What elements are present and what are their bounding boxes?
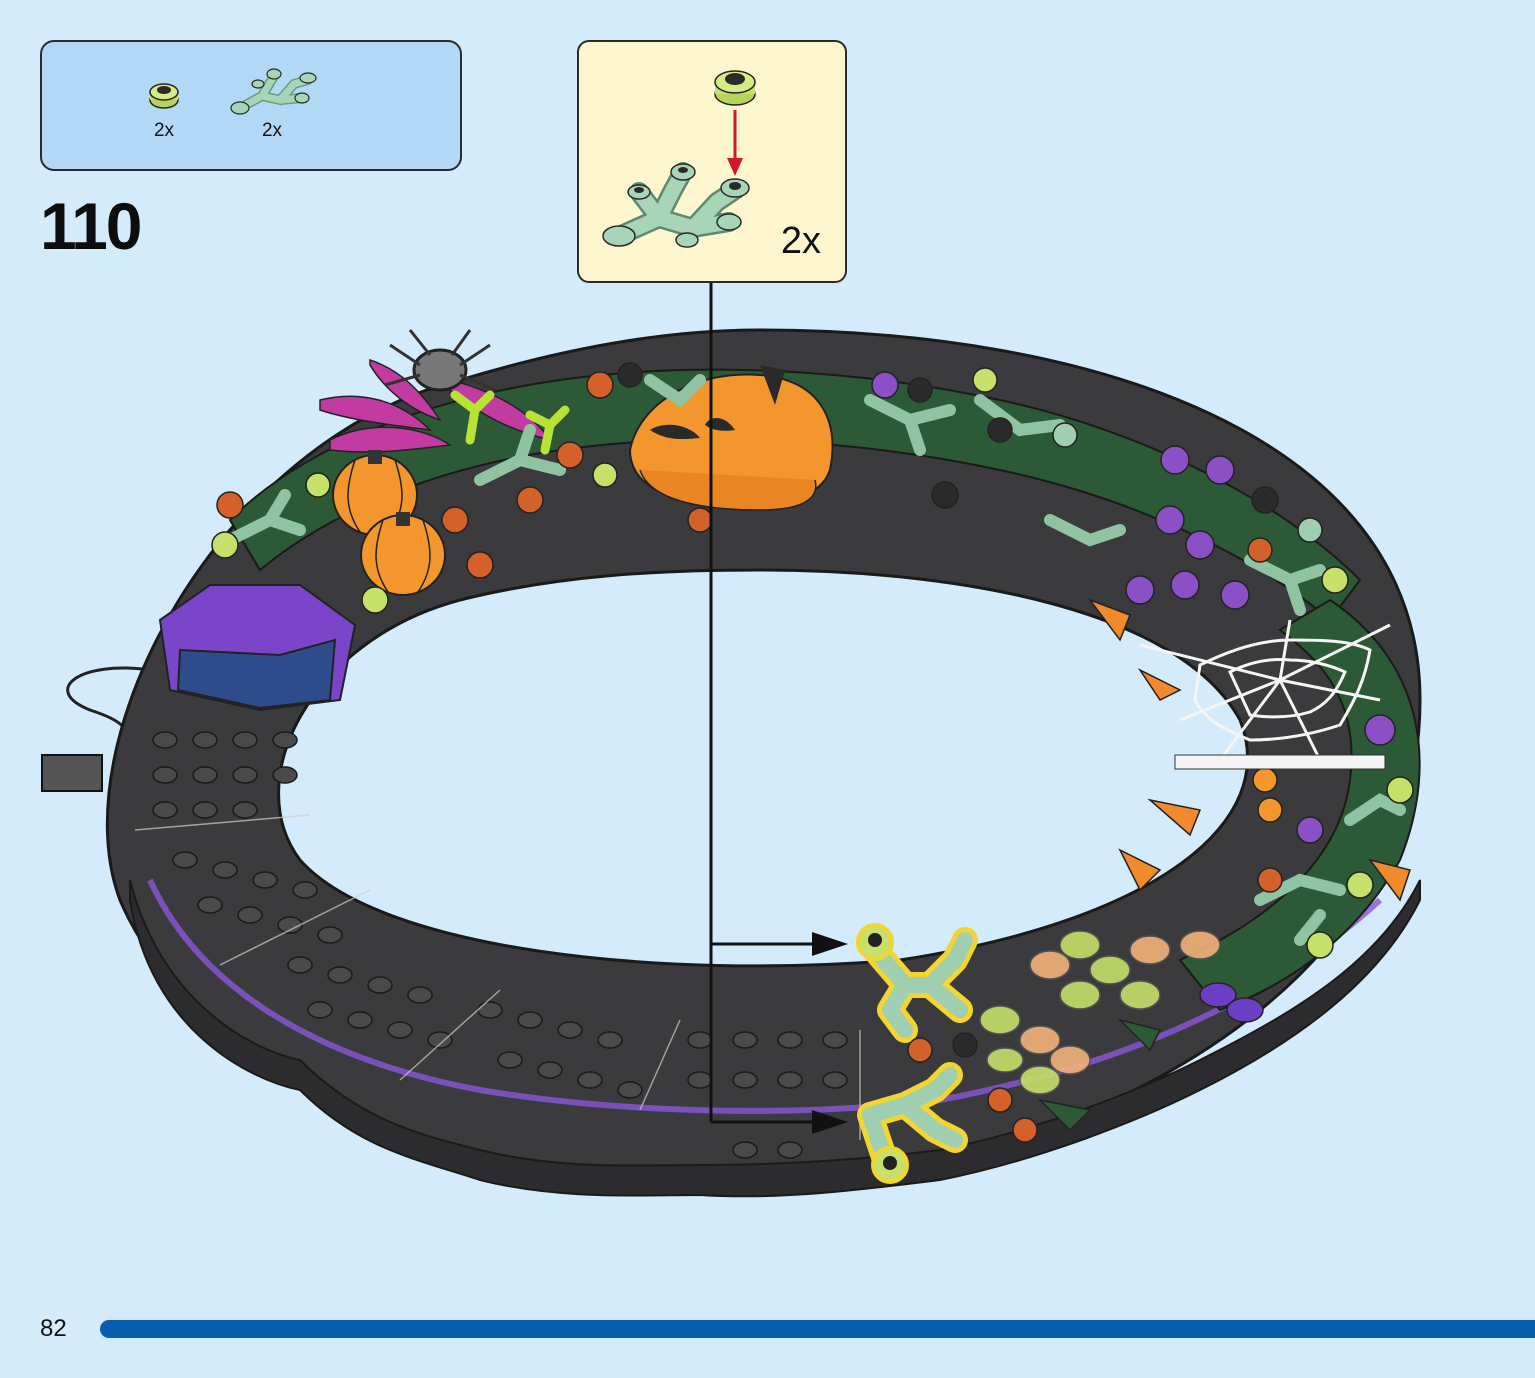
sub-assembly-quantity: 2x: [780, 220, 821, 262]
round-plate-lime-icon: [149, 83, 179, 109]
pumpkin-icon: [360, 512, 446, 596]
parts-list-item-plant-branch: 2x: [222, 68, 322, 142]
sand-green-branches: [224, 374, 1406, 946]
orange-leaves: [1087, 598, 1411, 902]
round-plate-lime-icon: [714, 70, 756, 106]
sub-assembly-callout: 2x: [577, 40, 847, 283]
plant-branch-sand-green-icon: [602, 162, 750, 248]
plug-icon: [41, 754, 103, 792]
red-arrow-icon: [727, 110, 743, 176]
progress-bar: [100, 1320, 1535, 1338]
arrow-right-icon: [812, 932, 848, 956]
stud-grid: [152, 731, 848, 1159]
arrow-right-icon: [812, 1110, 848, 1134]
installed-branch-lower: [857, 1062, 968, 1184]
translucent-tiles: [979, 930, 1221, 1095]
spider-icon: [384, 329, 496, 392]
plant-branch-sand-green-icon: [230, 68, 317, 115]
parts-list-box: 2x 2x: [40, 40, 462, 171]
flower-studs: [211, 362, 1414, 959]
parts-list-item-round-plate: 2x: [114, 68, 214, 142]
callout-pointer: [709, 283, 818, 1124]
part-quantity: 2x: [261, 120, 283, 141]
sub-assembly-illustration: [602, 70, 756, 248]
installed-branch-upper: [856, 923, 978, 1043]
purple-gift-box: [158, 584, 357, 712]
spider-web-icon: [1139, 619, 1391, 770]
wreath-model-illustration: [41, 283, 1422, 1198]
page-number: 82: [40, 1315, 67, 1342]
part-quantity: 2x: [153, 120, 175, 141]
magenta-leaves: [319, 358, 552, 453]
step-number: 110: [40, 189, 142, 263]
